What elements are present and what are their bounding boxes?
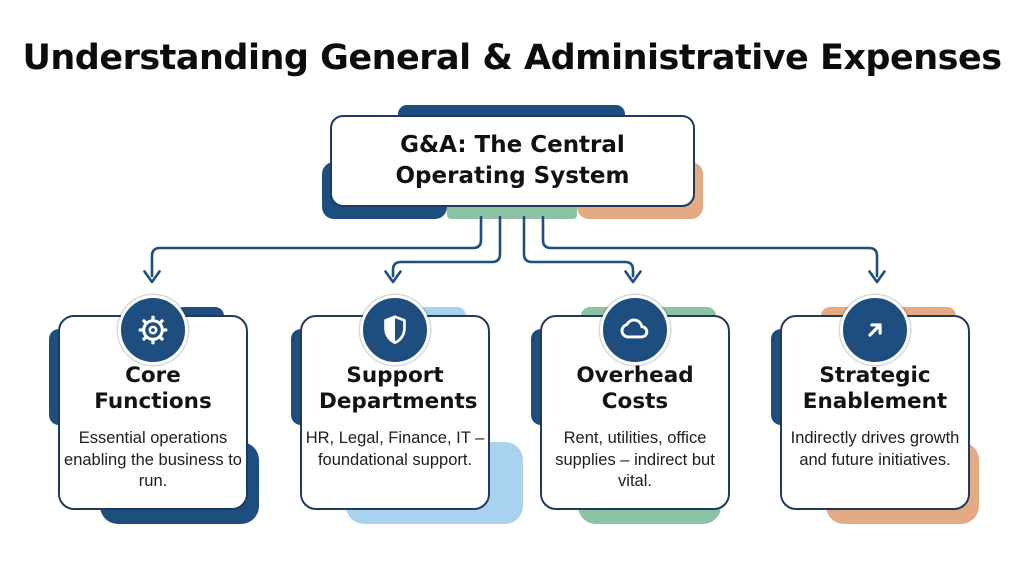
connector-to-overhead-costs — [522, 215, 635, 278]
card-title: Support Departments — [319, 363, 478, 415]
card-title: Core Functions — [94, 363, 212, 415]
card-title: Strategic Enablement — [802, 363, 948, 415]
card-core-functions: Core Functions Essential operations enab… — [49, 295, 259, 524]
connector-to-strategic-enablement — [541, 215, 879, 278]
arrowhead-strategic-enablement — [868, 270, 886, 284]
connector-to-core-functions — [150, 215, 483, 278]
card-title: Overhead Costs — [576, 363, 694, 415]
card-support-departments: Support Departments HR, Legal, Finance, … — [291, 295, 523, 524]
card-overhead-costs: Overhead Costs Rent, utilities, office s… — [531, 295, 730, 524]
page-title: Understanding General & Administrative E… — [22, 38, 1002, 78]
central-node-label-line2: Operating System — [395, 163, 630, 189]
arrowhead-core-functions — [143, 270, 161, 284]
connector-to-support-departments — [391, 215, 502, 278]
card-description: Indirectly drives growth and future init… — [790, 429, 960, 469]
shield-icon — [360, 295, 430, 365]
central-node: G&A: The Central Operating System — [322, 105, 703, 219]
gear-icon — [118, 295, 188, 365]
card-description: HR, Legal, Finance, IT – foundational su… — [305, 429, 485, 469]
arrowhead-support-departments — [384, 270, 402, 284]
central-node-label-line1: G&A: The Central — [400, 131, 625, 158]
arrowhead-overhead-costs — [624, 270, 642, 284]
arrow-up-right-icon — [840, 295, 910, 365]
card-strategic-enablement: Strategic Enablement Indirectly drives g… — [771, 295, 979, 524]
card-description: Essential operations enabling the busine… — [64, 429, 242, 491]
central-node-label: G&A: The Central Operating System — [330, 115, 695, 207]
cloud-icon — [600, 295, 670, 365]
card-description: Rent, utilities, office supplies – indir… — [555, 429, 715, 491]
